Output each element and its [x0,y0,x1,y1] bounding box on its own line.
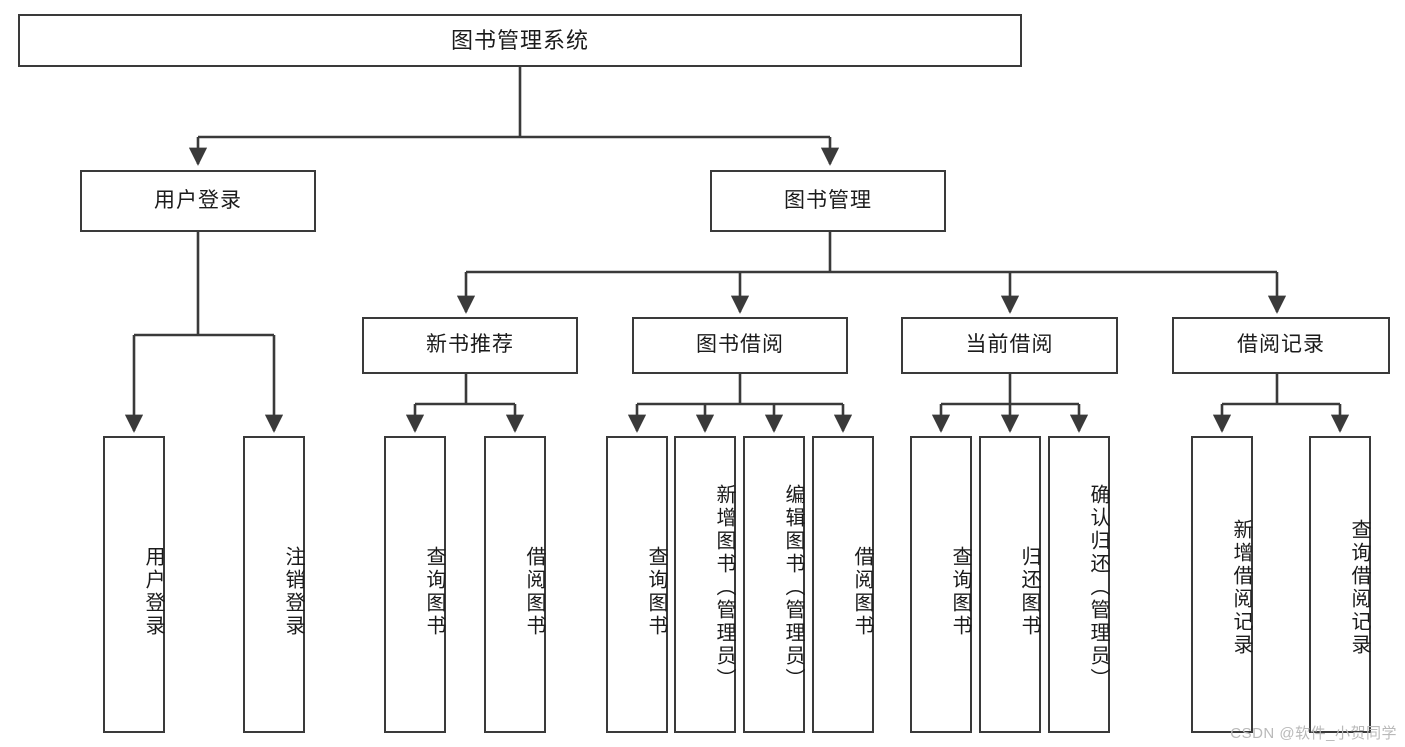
watermark: CSDN @软件_小贺同学 [1230,725,1397,742]
node-label: 新书推荐 [426,333,514,357]
node-label: 用户登录 [142,545,164,638]
node-label: 新增图书（管理员） [713,484,735,691]
leaf-user-login[interactable]: 用户登录 [103,436,165,733]
leaf-query-borrow-record[interactable]: 查询借阅记录 [1309,436,1371,733]
node-new-book-recommend[interactable]: 新书推荐 [362,317,578,374]
leaf-borrow-book-recommend[interactable]: 借阅图书 [484,436,546,733]
node-label: 确认归还（管理员） [1087,484,1109,691]
node-label: 图书管理系统 [450,27,589,53]
node-label: 查询图书 [949,545,971,638]
node-label: 用户登录 [154,188,242,212]
node-book-manage[interactable]: 图书管理 [710,170,946,232]
node-user-login[interactable]: 用户登录 [80,170,316,232]
node-label: 查询图书 [645,545,667,638]
node-label: 查询图书 [423,545,445,638]
node-label: 借阅图书 [523,545,545,638]
leaf-add-book-admin[interactable]: 新增图书（管理员） [674,436,736,733]
node-label: 查询借阅记录 [1348,518,1370,657]
node-label: 注销登录 [282,545,304,638]
leaf-logout-login[interactable]: 注销登录 [243,436,305,733]
node-label: 新增借阅记录 [1230,518,1252,657]
node-borrow-record[interactable]: 借阅记录 [1172,317,1390,374]
leaf-add-borrow-record[interactable]: 新增借阅记录 [1191,436,1253,733]
node-label: 归还图书 [1018,545,1040,638]
node-book-borrow[interactable]: 图书借阅 [632,317,848,374]
node-label: 图书借阅 [696,333,784,357]
node-label: 编辑图书（管理员） [782,484,804,691]
node-current-borrow[interactable]: 当前借阅 [901,317,1118,374]
leaf-borrow-book-borrow[interactable]: 借阅图书 [812,436,874,733]
leaf-query-book-borrow[interactable]: 查询图书 [606,436,668,733]
node-label: 图书管理 [784,188,872,212]
leaf-return-book[interactable]: 归还图书 [979,436,1041,733]
node-label: 当前借阅 [965,333,1054,357]
leaf-query-book-current[interactable]: 查询图书 [910,436,972,733]
node-root-system[interactable]: 图书管理系统 [18,14,1022,67]
leaf-confirm-return-admin[interactable]: 确认归还（管理员） [1048,436,1110,733]
leaf-edit-book-admin[interactable]: 编辑图书（管理员） [743,436,805,733]
leaf-query-book-recommend[interactable]: 查询图书 [384,436,446,733]
node-label: 借阅记录 [1237,333,1325,357]
node-label: 借阅图书 [851,545,873,638]
